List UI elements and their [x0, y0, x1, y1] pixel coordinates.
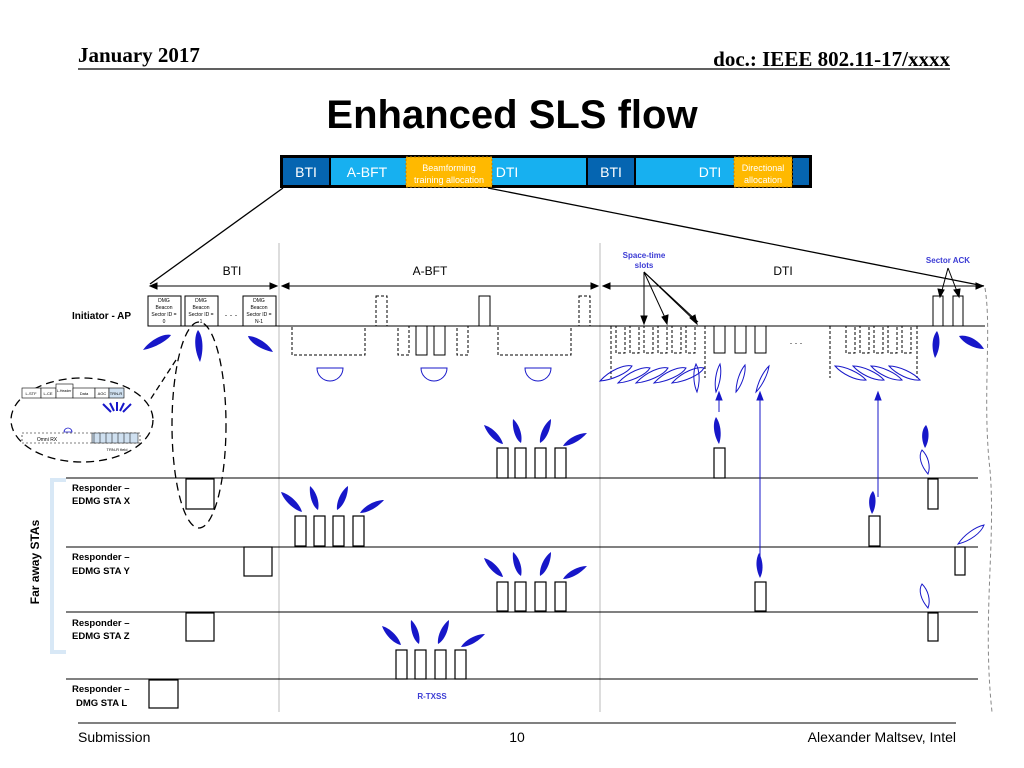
zoom-line-right: [487, 187, 985, 287]
phase-label-abft: A-BFT: [413, 264, 448, 278]
beacon-0-line-4: 0: [163, 319, 166, 325]
beacon-0-line-3: Sector ID =: [151, 312, 176, 318]
beacon-1-line-1: DMG: [195, 298, 207, 304]
sta-z-outline-beam: [919, 583, 930, 609]
callout-field-agc: AGC: [98, 391, 107, 396]
far-away-bracket: [50, 478, 66, 654]
dti-initiator-slots: [610, 295, 964, 378]
beacon-n-line-1: DMG: [253, 298, 265, 304]
beacon-n-line-4: N-1: [255, 319, 263, 325]
bar-segment-abft: [331, 158, 405, 185]
timeline-bar: BTI A-BFT Beamforming training allocatio…: [280, 155, 812, 188]
packet-callout: L-STF L-CE L-Header Data AGC TRN-R Omni …: [10, 377, 154, 463]
bar-bti-2-label: BTI: [600, 164, 622, 180]
bar-segment-tail: [793, 158, 809, 185]
beacon-1-line-4: 1: [200, 319, 203, 325]
sta-z-frame-bti: [185, 612, 215, 642]
bar-segment-bf-training: [405, 156, 493, 188]
bar-abft-label: A-BFT: [347, 164, 388, 180]
bar-bf-training-label-2: training allocation: [414, 175, 484, 185]
callout-field-lheader: L-Header: [57, 389, 72, 393]
page-title: Enhanced SLS flow: [326, 93, 698, 137]
divider-right-dashed: [984, 287, 993, 713]
station-label-sta-l-1: Responder –: [72, 684, 130, 695]
sta-l-frame-bti: [148, 679, 179, 709]
station-label-sta-y-2: EDMG STA Y: [72, 566, 131, 577]
dti-slots-ellipsis: . . .: [790, 336, 803, 346]
footer-author: Alexander Maltsev, Intel: [808, 729, 956, 745]
side-label-far-away: Far away STAs: [28, 519, 42, 604]
beacon-0-line-2: Beacon: [156, 305, 173, 311]
dti-blue-arrows: [715, 390, 882, 556]
sta-y-outline-beam: [956, 524, 985, 545]
callout-connector: [149, 359, 177, 401]
sta-x-frame-bti: [185, 478, 215, 510]
bti-beams: [143, 330, 273, 362]
beacon-1-line-2: Beacon: [193, 305, 210, 311]
station-label-initiator: Initiator - AP: [72, 311, 131, 322]
mid-beams: [484, 417, 929, 448]
phase-label-dti: DTI: [773, 264, 792, 278]
station-label-sta-x-2: EDMG STA X: [72, 496, 131, 507]
station-label-sta-l-2: DMG STA L: [76, 698, 127, 709]
beacon-frame-1: DMG Beacon Sector ID = 1: [184, 295, 219, 327]
beacons-ellipsis: . . .: [225, 308, 238, 318]
beacon-n-line-2: Beacon: [251, 305, 268, 311]
bar-segment-bti-1: [283, 158, 329, 185]
bar-bf-training-label-1: Beamforming: [422, 163, 476, 173]
abft-initiator: [291, 295, 591, 382]
sta-y-frame-bti: [243, 546, 273, 577]
r-txss-frames: [395, 649, 467, 680]
beacon-1-line-3: Sector ID =: [188, 312, 213, 318]
mid-frames: [496, 447, 726, 479]
beacon-frame-n-1: DMG Beacon Sector ID = N-1: [242, 295, 277, 327]
beacon-0-line-1: DMG: [158, 298, 170, 304]
phase-arrows: [148, 282, 985, 290]
station-label-sta-z-1: Responder –: [72, 618, 130, 629]
r-txss-beams: [382, 620, 485, 647]
bar-bti-1-label: BTI: [295, 164, 317, 180]
sta-y-beams: [484, 552, 763, 579]
bar-directional-label-2: allocation: [744, 175, 782, 185]
sta-x-abft-frames: [294, 478, 939, 547]
callout-omni-rx: Omni RX: [37, 437, 58, 443]
sector-ack-arrows: [937, 267, 961, 299]
r-txss-label: R-TXSS: [417, 692, 447, 701]
callout-field-data: Data: [80, 391, 89, 396]
bar-dti-2-label: DTI: [699, 164, 722, 180]
sta-z-frame-dti: [927, 612, 939, 642]
sta-x-beams: [281, 486, 876, 514]
bar-dti-1-label: DTI: [496, 164, 519, 180]
dti-initiator-beams: [598, 362, 922, 394]
callout-field-lstf: L-STF: [25, 391, 37, 396]
space-time-slots-label-1: Space-time: [623, 251, 666, 260]
beacon-n-line-3: Sector ID =: [246, 312, 271, 318]
sector-ack-beams: [932, 331, 984, 358]
phase-label-bti: BTI: [223, 264, 242, 278]
station-label-sta-y-1: Responder –: [72, 552, 130, 563]
station-label-sta-x-1: Responder –: [72, 483, 130, 494]
zoom-line-left: [149, 187, 284, 285]
beacon-highlight-ellipse: [171, 321, 227, 529]
sta-y-frames: [496, 546, 966, 612]
station-label-sta-z-2: EDMG STA Z: [72, 631, 130, 642]
beacon-frame-0: DMG Beacon Sector ID = 0: [147, 295, 182, 327]
callout-trnr-label: TRN-R field: [107, 447, 128, 452]
header-doc-id: doc.: IEEE 802.11-17/xxxx: [713, 47, 950, 71]
callout-field-trnr: TRN-R: [110, 391, 123, 396]
bar-directional-label-1: Directional: [742, 163, 785, 173]
space-time-slots-label-2: slots: [635, 261, 654, 270]
header-date: January 2017: [78, 43, 200, 67]
sta-x-outline-beam: [919, 449, 930, 475]
footer-submission: Submission: [78, 729, 150, 745]
callout-field-lce: L-CE: [43, 391, 52, 396]
bar-segment-directional: [733, 156, 793, 188]
bar-segment-bti-2: [588, 158, 634, 185]
footer-page-number: 10: [509, 729, 525, 745]
space-time-slots-arrows: [640, 271, 699, 326]
sector-ack-label: Sector ACK: [926, 256, 970, 265]
